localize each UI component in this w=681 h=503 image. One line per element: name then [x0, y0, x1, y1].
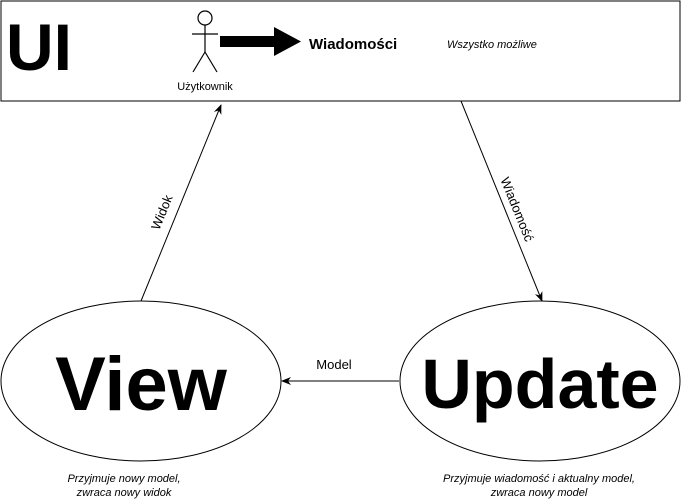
update-caption-line1: Przyjmuje wiadomość i aktualny model, — [443, 473, 635, 485]
ui-note: Wszystko możliwe — [447, 39, 537, 51]
edge-view-to-ui — [140, 104, 222, 302]
view-caption-line2: zwraca nowy widok — [76, 487, 172, 499]
ui-title: UI — [6, 10, 72, 84]
view-caption-line1: Przyjmuje nowy model, — [67, 473, 180, 485]
messages-label: Wiadomości — [309, 36, 397, 53]
update-node: Update — [399, 300, 681, 462]
edge-ui-to-update — [460, 100, 543, 302]
view-node: View — [0, 300, 282, 462]
thick-arrow-icon — [220, 27, 301, 56]
update-node-label: Update — [421, 345, 658, 423]
actor-label: Użytkownik — [177, 81, 233, 93]
update-caption-line2: zwraca nowy model — [490, 487, 588, 499]
user-actor-icon — [192, 10, 218, 73]
edge-label-wiadomosc: Wiadomość — [497, 175, 537, 244]
ui-box: UI Użytkownik Wiadomości Wszystko możliw… — [0, 0, 681, 102]
edge-label-model: Model — [316, 357, 352, 372]
view-node-label: View — [55, 342, 228, 427]
